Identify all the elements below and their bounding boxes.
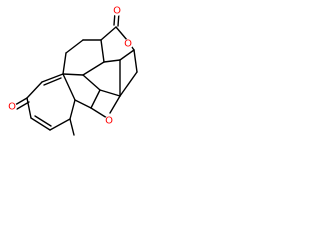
bond	[69, 99, 76, 120]
bond	[99, 89, 121, 97]
bond	[74, 99, 92, 109]
bond	[100, 39, 105, 63]
bond	[49, 118, 71, 131]
bond-double	[43, 77, 62, 86]
bond	[65, 39, 84, 54]
bond	[100, 26, 117, 41]
label-background	[123, 39, 133, 49]
ketone-oxygen-left: O	[8, 102, 16, 113]
bond	[90, 107, 108, 119]
bond-double	[14, 97, 28, 106]
label-background	[112, 6, 122, 16]
bond	[82, 74, 101, 91]
bond	[41, 73, 64, 83]
bond	[26, 81, 43, 99]
bond	[62, 52, 67, 75]
bond	[82, 61, 105, 76]
bond	[26, 97, 32, 119]
bond	[62, 73, 84, 76]
molecular-structure: O O O O	[7, 6, 138, 136]
lactone-oxygen: O	[124, 39, 132, 50]
bond	[69, 118, 75, 136]
bond	[62, 73, 76, 101]
bond	[90, 89, 101, 109]
label-background	[104, 116, 114, 126]
bond	[133, 49, 138, 73]
bond	[119, 71, 138, 97]
bond-double	[16, 101, 30, 110]
bond	[109, 95, 121, 114]
bond-double	[34, 115, 52, 127]
bond	[115, 26, 128, 41]
carbonyl-oxygen-top: O	[113, 6, 121, 17]
bond	[30, 117, 51, 131]
bond	[119, 49, 135, 61]
label-background	[7, 102, 17, 112]
bond	[103, 59, 121, 63]
ether-oxygen-bottom: O	[105, 116, 113, 127]
